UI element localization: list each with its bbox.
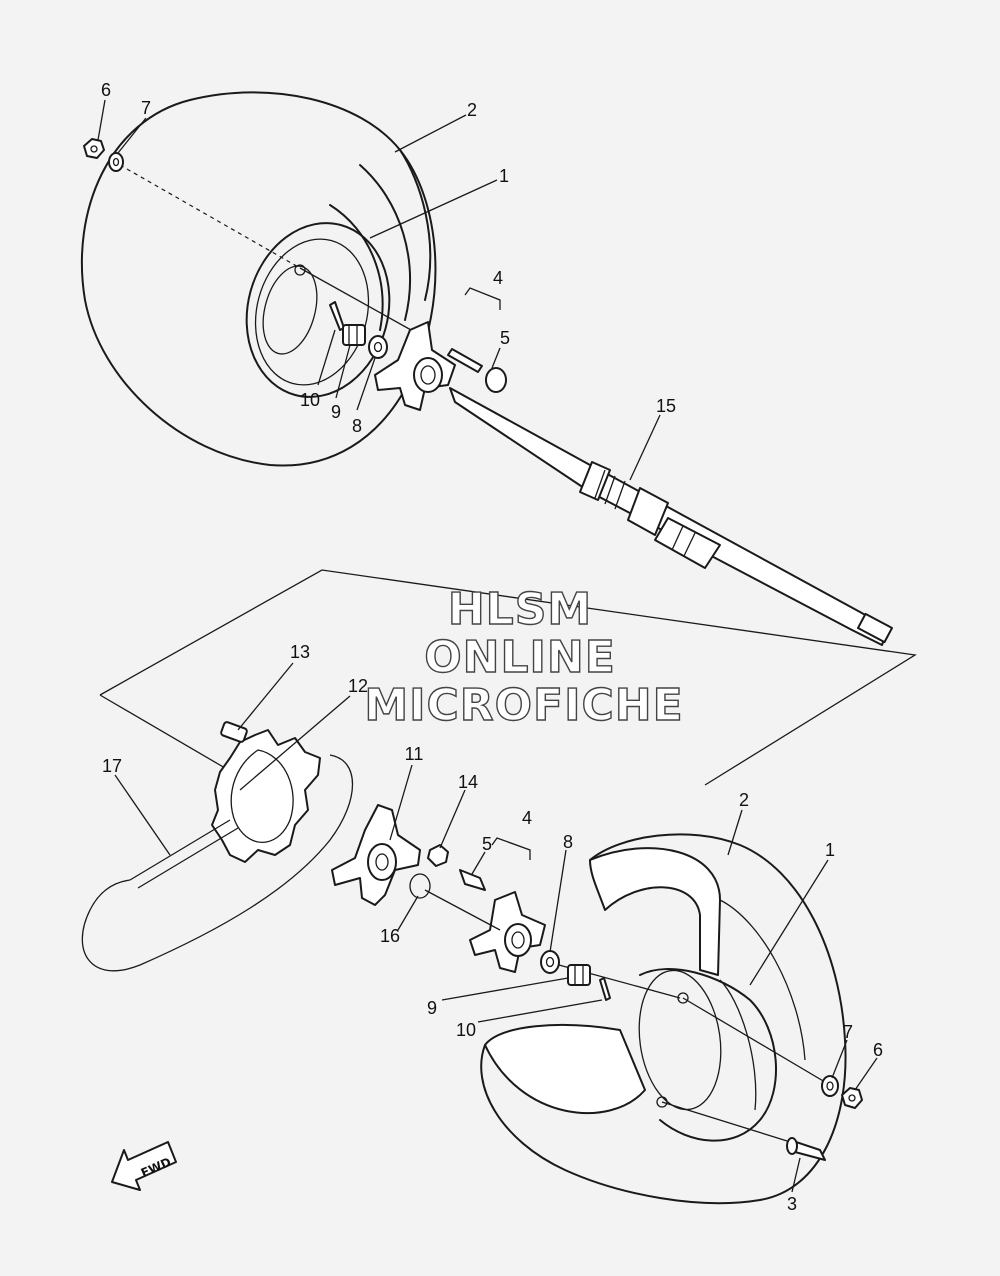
circlip-16 [409,873,431,899]
bottom-leaders [114,662,878,1193]
callout-bottom-2: 2 [739,790,749,810]
callout-bottom-11: 11 [405,744,424,764]
rear-axle [449,387,893,646]
callout-bottom-1: 1 [825,840,835,860]
callout-bottom-8: 8 [563,832,573,852]
drive-chain [81,754,353,972]
callout-bottom-4: 4 [522,808,532,828]
bottom-tire [480,833,847,1205]
bottom-castle-nut [567,964,591,986]
sprocket [211,729,321,863]
callout-bottom-14: 14 [458,772,478,792]
lower-hub [469,891,546,973]
callout-bottom-16: 16 [380,926,400,946]
callout-top-2: 2 [467,100,477,120]
top-leaders [97,99,661,481]
callouts-bottom: 13 12 17 11 14 4 5 8 2 1 16 9 10 7 6 3 [102,642,883,1214]
callout-top-8: 8 [352,416,362,436]
callout-bottom-9: 9 [427,998,437,1018]
bottom-cotter-pin [599,977,611,1001]
callout-top-1: 1 [499,166,509,186]
callout-bottom-7: 7 [843,1022,853,1042]
callout-top-6: 6 [101,80,111,100]
callout-bottom-17: 17 [102,756,122,776]
lower-bracket-4 [491,837,531,860]
callout-bottom-10: 10 [456,1020,476,1040]
watermark-line-2: ONLINE [424,632,616,683]
watermark-line-1: HLSM [448,584,592,635]
top-castle-nut [342,324,366,346]
bottom-flat-washer [540,950,560,974]
callout-top-9: 9 [331,402,341,422]
top-tire [80,91,437,467]
bottom-rim [638,968,777,1142]
tire-valve [786,1137,826,1161]
top-nut [83,138,105,159]
sprocket-assembly [81,721,353,972]
watermark-line-3: MICROFICHE [364,680,683,731]
top-flat-washer [368,335,388,359]
callout-bottom-6: 6 [873,1040,883,1060]
top-cotter-pin [329,301,345,331]
lower-hub-assembly [331,804,546,973]
bottom-wheel-assembly [114,662,878,1205]
top-hub-bolt [447,348,507,393]
callout-top-5: 5 [500,328,510,348]
forward-arrow-icon: FWD [111,1141,177,1191]
callout-top-7: 7 [141,98,151,118]
callout-bottom-3: 3 [787,1194,797,1214]
bottom-washer [821,1075,839,1097]
assembly-frame [99,569,917,786]
top-hub [374,321,456,411]
bottom-nut [841,1087,863,1109]
callout-bottom-12: 12 [348,676,368,696]
callout-bottom-5: 5 [482,834,492,854]
top-wheel-assembly [80,91,893,646]
watermark: HLSM ONLINE MICROFICHE [364,583,684,731]
hub-nut-14 [427,844,449,867]
callout-top-4: 4 [493,268,503,288]
callouts-top: 6 7 2 1 4 5 10 9 8 15 [101,80,676,436]
lower-hub-bolt [459,869,486,891]
callout-top-15: 15 [656,396,676,416]
top-center-line [119,164,301,269]
sprocket-bolt [220,721,248,743]
callout-top-10: 10 [300,390,320,410]
sprocket-hub [331,804,421,906]
callout-bottom-13: 13 [290,642,310,662]
top-washer [108,152,124,172]
top-bracket-4 [464,287,501,310]
